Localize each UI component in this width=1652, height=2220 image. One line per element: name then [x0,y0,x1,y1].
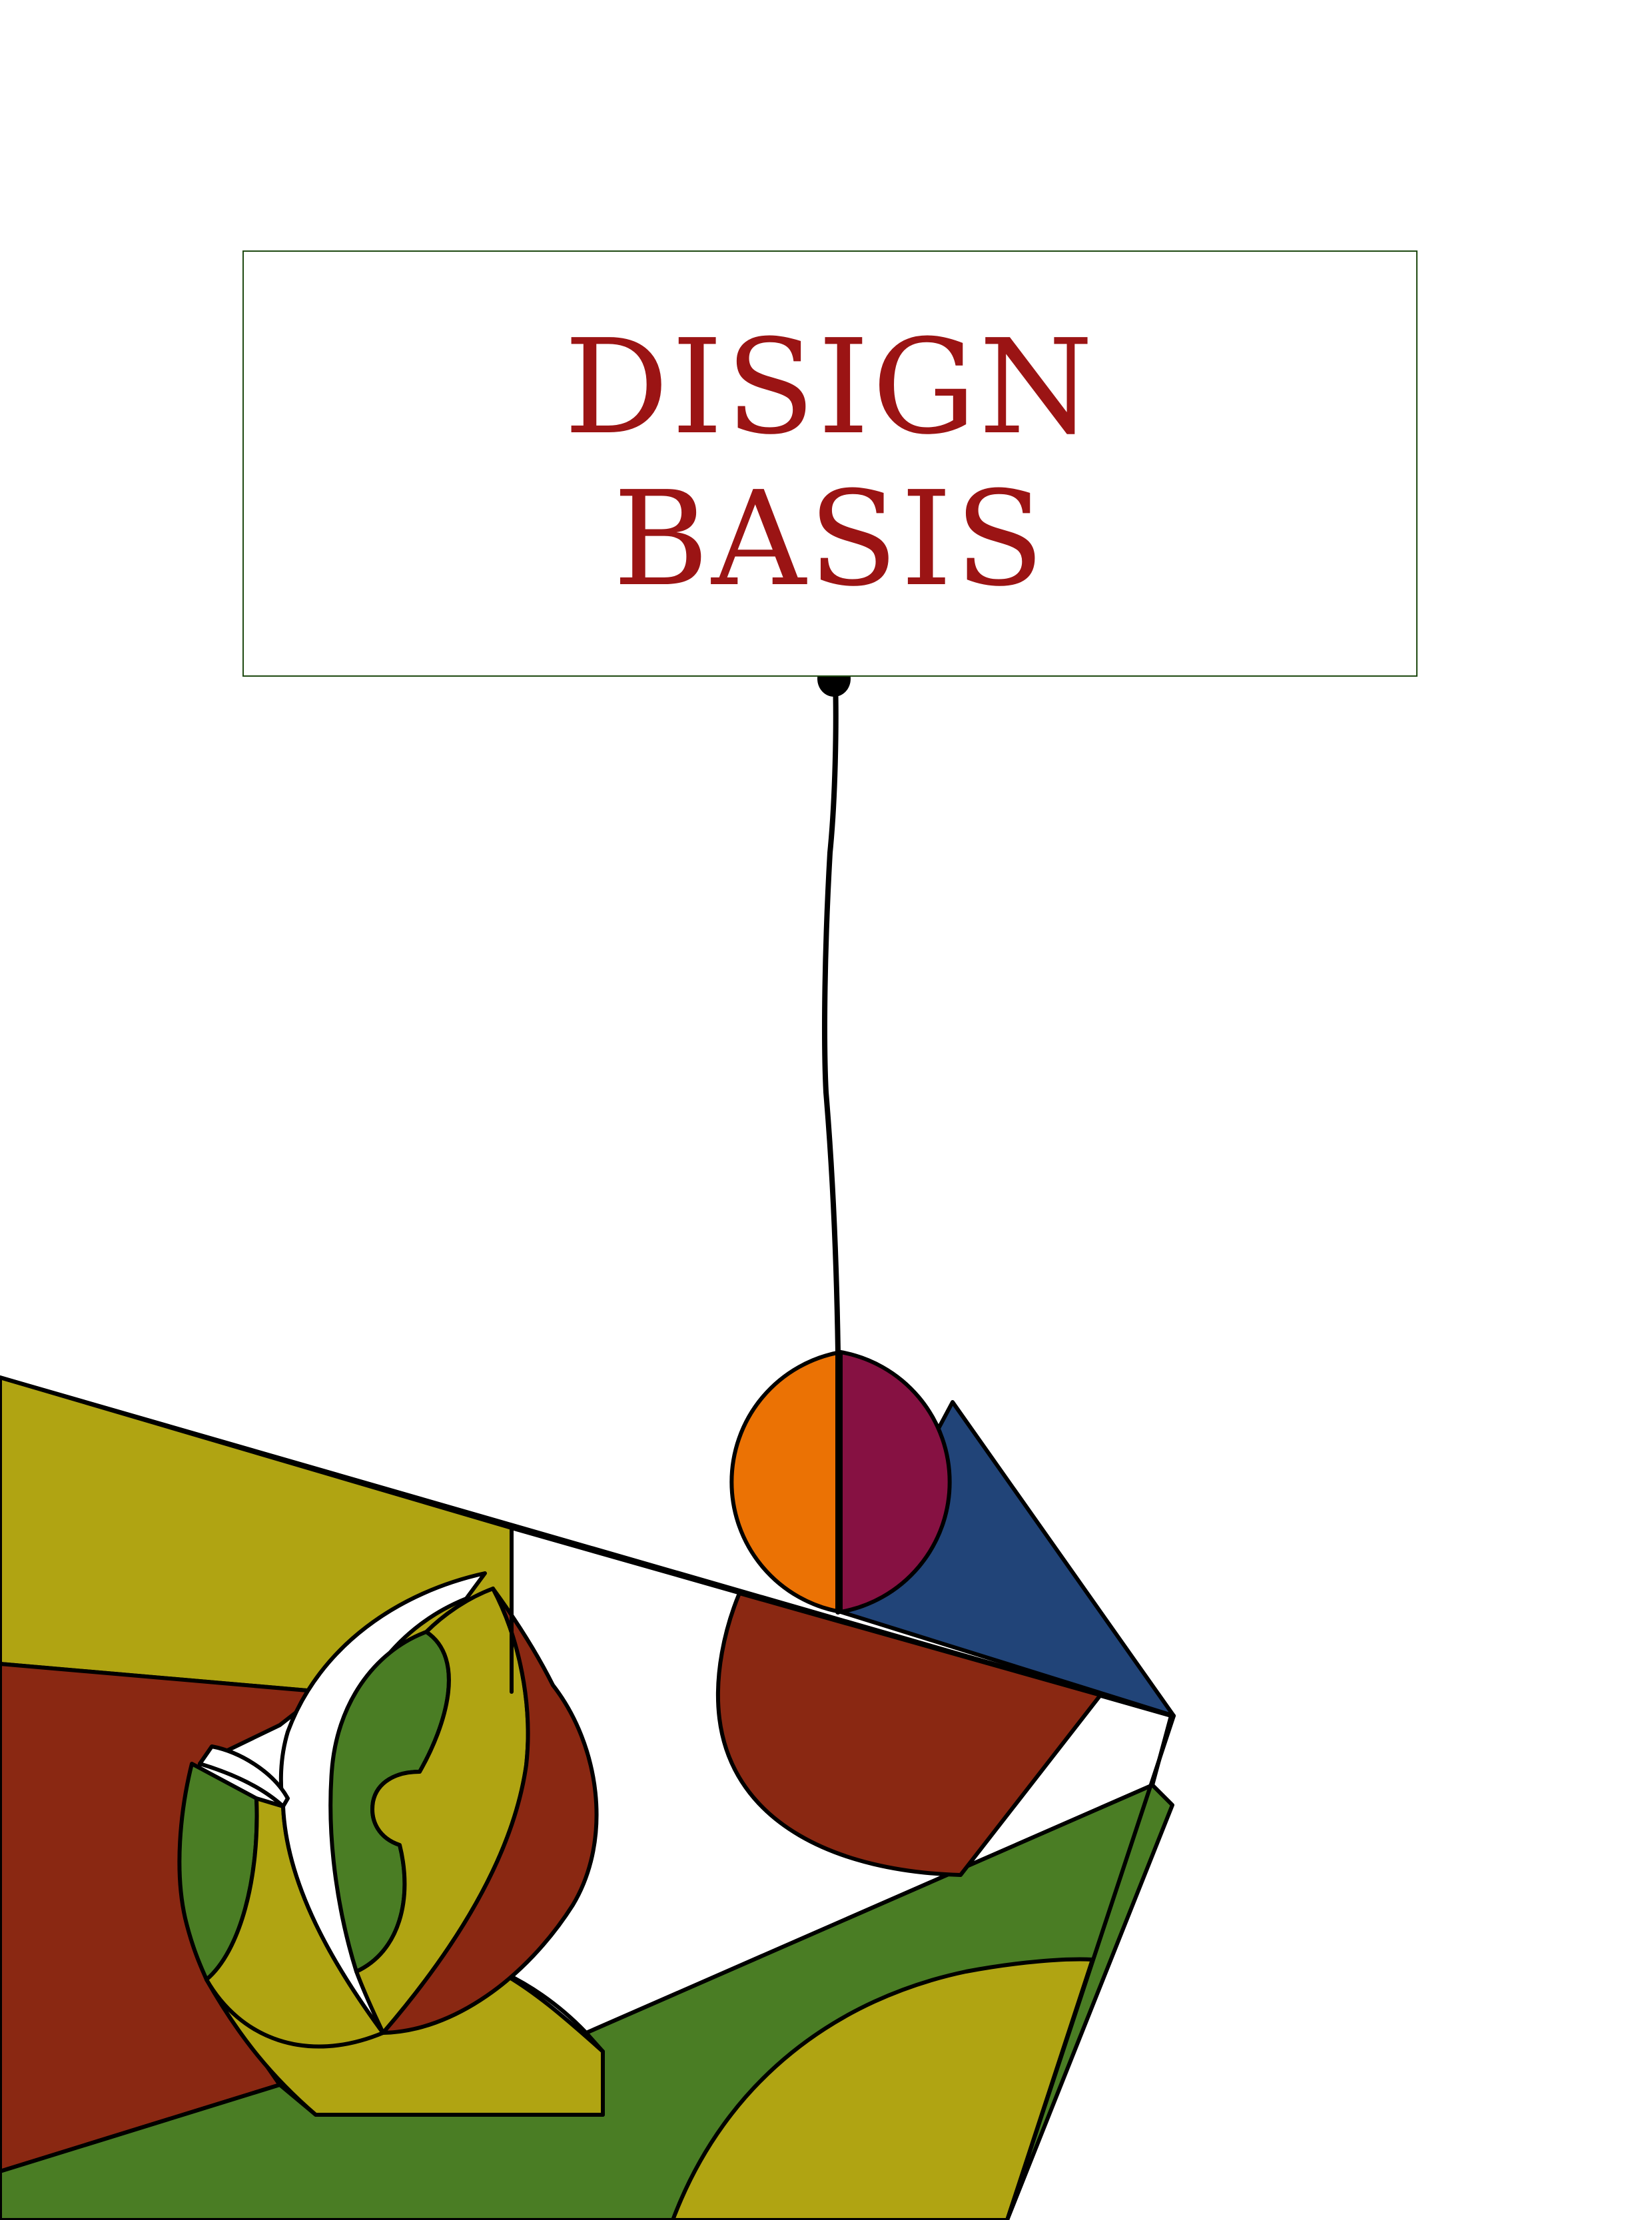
rust-crescent [381,1587,599,2035]
title-line-1: DISIGN [564,312,1096,464]
title-line-2: BASIS [613,464,1047,615]
magenta-half-circle [839,1350,952,1614]
pedestal-block [205,1966,605,2117]
white-flag [198,1744,290,1808]
hanging-string [822,677,841,1615]
orange-half-circle [729,1350,843,1614]
olive-hill-bottom [671,1957,1094,2220]
slanted-edge-line [0,1375,1176,1718]
right-edge-line [1005,1714,1176,2220]
title-sign: DISIGN BASIS [242,250,1418,677]
rust-bowl [715,1591,1102,1877]
